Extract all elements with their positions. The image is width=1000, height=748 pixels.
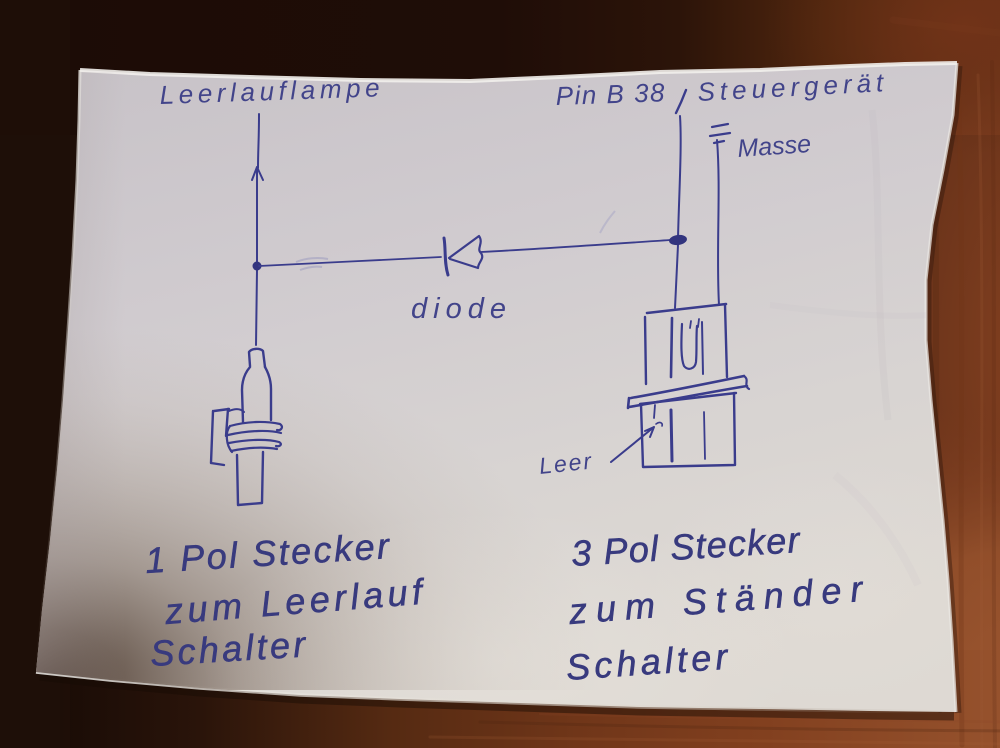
svg-text:Masse: Masse [736,130,811,163]
svg-text:Leer: Leer [538,447,594,479]
svg-text:diode: diode [411,293,512,325]
svg-text:Pin B 38: Pin B 38 [555,77,666,111]
svg-text:Schalter: Schalter [565,636,733,688]
svg-text:3 Pol Stecker: 3 Pol Stecker [570,519,803,574]
svg-text:Schalter: Schalter [149,623,310,674]
